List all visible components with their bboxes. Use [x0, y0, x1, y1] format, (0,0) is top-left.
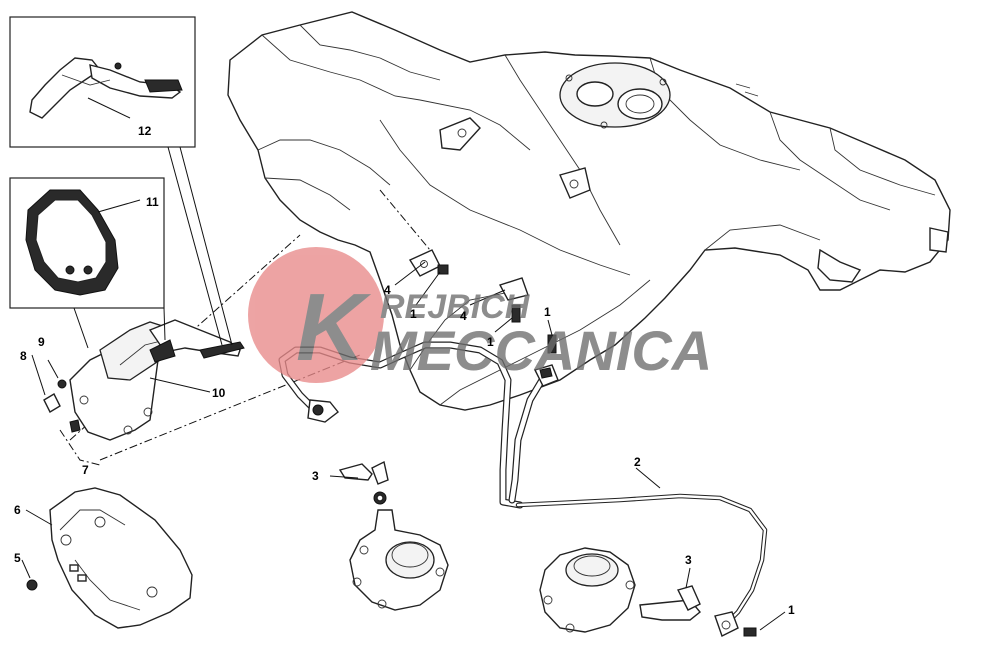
watermark: K REJBICH MECCANICA — [248, 247, 712, 383]
callout-4b: 4 — [460, 309, 467, 323]
pump-bolts — [43, 379, 81, 433]
watermark-line2: MECCANICA — [370, 319, 712, 382]
leader-lines — [21, 97, 786, 631]
watermark-logo-letter: K — [296, 274, 372, 381]
callout-4a: 4 — [384, 283, 391, 297]
callout-2: 2 — [634, 455, 641, 469]
watermark-line1: REJBICH — [380, 288, 531, 326]
callout-5: 5 — [14, 551, 21, 565]
callout-12: 12 — [138, 124, 152, 138]
callout-1a: 1 — [410, 307, 417, 321]
callout-1c: 1 — [544, 305, 551, 319]
inset-gasket-11 — [9, 177, 165, 309]
hose-clamps-and-bolts — [408, 249, 757, 637]
callout-labels: 12 11 10 9 8 7 6 5 4 1 4 1 1 3 2 3 1 — [14, 124, 795, 617]
fuel-pump-assembly — [69, 319, 245, 441]
callout-10: 10 — [212, 386, 226, 400]
callout-1-bottom: 1 — [788, 603, 795, 617]
callout-7: 7 — [82, 463, 89, 477]
callout-3-right: 3 — [685, 553, 692, 567]
callout-6: 6 — [14, 503, 21, 517]
brake-line-2 — [515, 493, 768, 637]
master-cylinder-right — [539, 547, 701, 633]
master-cylinder-left — [338, 460, 449, 611]
callout-11: 11 — [146, 195, 159, 209]
callout-3-left: 3 — [312, 469, 319, 483]
inset-bracket-12 — [9, 16, 196, 148]
fuel-tank — [227, 11, 951, 411]
cover-part-6 — [26, 487, 193, 629]
callout-1b: 1 — [487, 335, 494, 349]
callout-8: 8 — [20, 349, 27, 363]
callout-9: 9 — [38, 335, 45, 349]
watermark-circle — [248, 247, 384, 383]
